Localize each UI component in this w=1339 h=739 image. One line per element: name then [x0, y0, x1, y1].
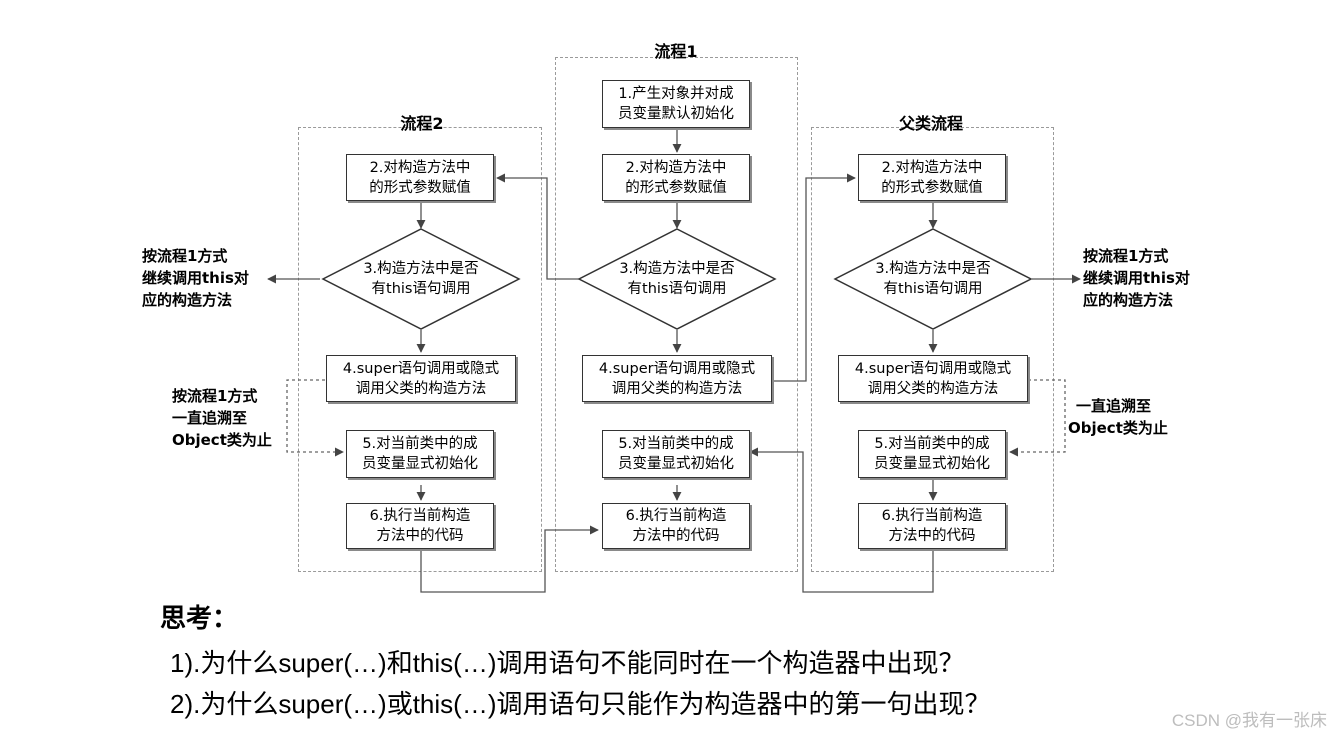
- thinking-heading: 思考：: [160, 604, 239, 634]
- parent-step3-line1: 3.构造方法中是否: [875, 261, 991, 277]
- flow1-step6-line2: 方法中的代码: [632, 528, 720, 544]
- flow2-step3-line1: 3.构造方法中是否: [363, 261, 479, 277]
- question-2: 2).为什么super(…)或this(…)调用语句只能作为构造器中的第一句出现…: [170, 689, 991, 719]
- flow2-step3-line2: 有this语句调用: [371, 281, 471, 297]
- flow2-step5-box: 5.对当前类中的成员变量显式初始化: [346, 430, 494, 478]
- parent-step5-box: 5.对当前类中的成员变量显式初始化: [858, 430, 1006, 478]
- parent-step2-box: 2.对构造方法中的形式参数赋值: [858, 154, 1006, 201]
- flow2-step4-line2: 调用父类的构造方法: [355, 380, 487, 397]
- note-right-this-line1: 按流程1方式: [1083, 247, 1169, 265]
- flow2-step6-line2: 方法中的代码: [376, 528, 464, 544]
- flow2-step2-line2: 的形式参数赋值: [369, 179, 471, 196]
- lane-flow1: [555, 57, 798, 572]
- note-right-object-line2: Object类为止: [1068, 419, 1168, 437]
- note-left-object-line3: Object类为止: [172, 431, 272, 449]
- lane-flow2-title: 流程2: [400, 114, 444, 133]
- flow1-step4-line2: 调用父类的构造方法: [611, 380, 743, 397]
- parent-step5-line1: 5.对当前类中的成: [874, 436, 990, 452]
- flow1-step5-box: 5.对当前类中的成员变量显式初始化: [602, 430, 750, 478]
- flow1-step2-line2: 的形式参数赋值: [625, 179, 727, 196]
- note-left-object: 按流程1方式 一直追溯至 Object类为止: [172, 385, 272, 451]
- flow2-step2-box: 2.对构造方法中的形式参数赋值: [346, 154, 494, 201]
- note-left-object-line2: 一直追溯至: [172, 409, 248, 427]
- note-left-this-line2: 继续调用this对: [142, 269, 249, 287]
- flow2-step6-box: 6.执行当前构造方法中的代码: [346, 503, 494, 549]
- question-1: 1).为什么super(…)和this(…)调用语句不能同时在一个构造器中出现？: [170, 648, 965, 678]
- flow1-step5-line1: 5.对当前类中的成: [618, 436, 734, 452]
- parent-step5-line2: 员变量显式初始化: [874, 456, 990, 472]
- flow1-step2-box: 2.对构造方法中的形式参数赋值: [602, 154, 750, 201]
- note-right-this: 按流程1方式 继续调用this对 应的构造方法: [1083, 245, 1190, 311]
- watermark: CSDN @我有一张床: [1171, 711, 1327, 730]
- note-left-this-line3: 应的构造方法: [142, 291, 233, 309]
- flow1-step3-line1: 3.构造方法中是否: [619, 261, 735, 277]
- flow1-step4-line1: 4.super语句调用或隐式: [598, 360, 756, 377]
- flow1-step1-line2: 员变量默认初始化: [618, 106, 734, 122]
- flow1-step3-line2: 有this语句调用: [627, 281, 727, 297]
- lane-parent-title: 父类流程: [898, 114, 963, 133]
- flow1-step2-line1: 2.对构造方法中: [625, 159, 727, 176]
- note-left-this-line1: 按流程1方式: [142, 247, 228, 265]
- flow1-step1-box: 1.产生对象并对成员变量默认初始化: [602, 80, 750, 128]
- parent-step4-box: 4.super语句调用或隐式调用父类的构造方法: [838, 355, 1028, 402]
- lane-flow2: [298, 127, 542, 572]
- flow2-step5-line1: 5.对当前类中的成: [362, 436, 478, 452]
- flow2-step6-line1: 6.执行当前构造: [369, 508, 471, 524]
- parent-step2-line2: 的形式参数赋值: [881, 179, 983, 196]
- parent-step6-box: 6.执行当前构造方法中的代码: [858, 503, 1006, 549]
- flow2-step5-line2: 员变量显式初始化: [362, 456, 478, 472]
- note-right-object-line1: 一直追溯至: [1076, 397, 1152, 415]
- flow2-step4-box: 4.super语句调用或隐式调用父类的构造方法: [326, 355, 516, 402]
- flow1-step3-text: 3.构造方法中是否有this语句调用: [612, 259, 742, 299]
- flow1-step6-box: 6.执行当前构造方法中的代码: [602, 503, 750, 549]
- flow1-step5-line2: 员变量显式初始化: [618, 456, 734, 472]
- parent-step6-line1: 6.执行当前构造: [881, 508, 983, 524]
- note-right-this-line3: 应的构造方法: [1083, 291, 1174, 309]
- parent-step3-text: 3.构造方法中是否有this语句调用: [868, 259, 998, 299]
- parent-step2-line1: 2.对构造方法中: [881, 159, 983, 176]
- parent-step6-line2: 方法中的代码: [888, 528, 976, 544]
- parent-step3-line2: 有this语句调用: [883, 281, 983, 297]
- note-left-object-line1: 按流程1方式: [172, 387, 258, 405]
- flow2-step2-line1: 2.对构造方法中: [369, 159, 471, 176]
- lane-flow1-title: 流程1: [654, 42, 698, 61]
- note-left-this: 按流程1方式 继续调用this对 应的构造方法: [142, 245, 249, 311]
- flow1-step4-box: 4.super语句调用或隐式调用父类的构造方法: [582, 355, 772, 402]
- flow1-step6-line1: 6.执行当前构造: [625, 508, 727, 524]
- parent-step4-line1: 4.super语句调用或隐式: [854, 360, 1012, 377]
- flow1-step1-line1: 1.产生对象并对成: [618, 86, 734, 102]
- flow2-step4-line1: 4.super语句调用或隐式: [342, 360, 500, 377]
- flow2-step3-text: 3.构造方法中是否有this语句调用: [356, 259, 486, 299]
- note-right-this-line2: 继续调用this对: [1083, 269, 1190, 287]
- parent-step4-line2: 调用父类的构造方法: [867, 380, 999, 397]
- note-right-object: 一直追溯至 Object类为止: [1068, 395, 1168, 439]
